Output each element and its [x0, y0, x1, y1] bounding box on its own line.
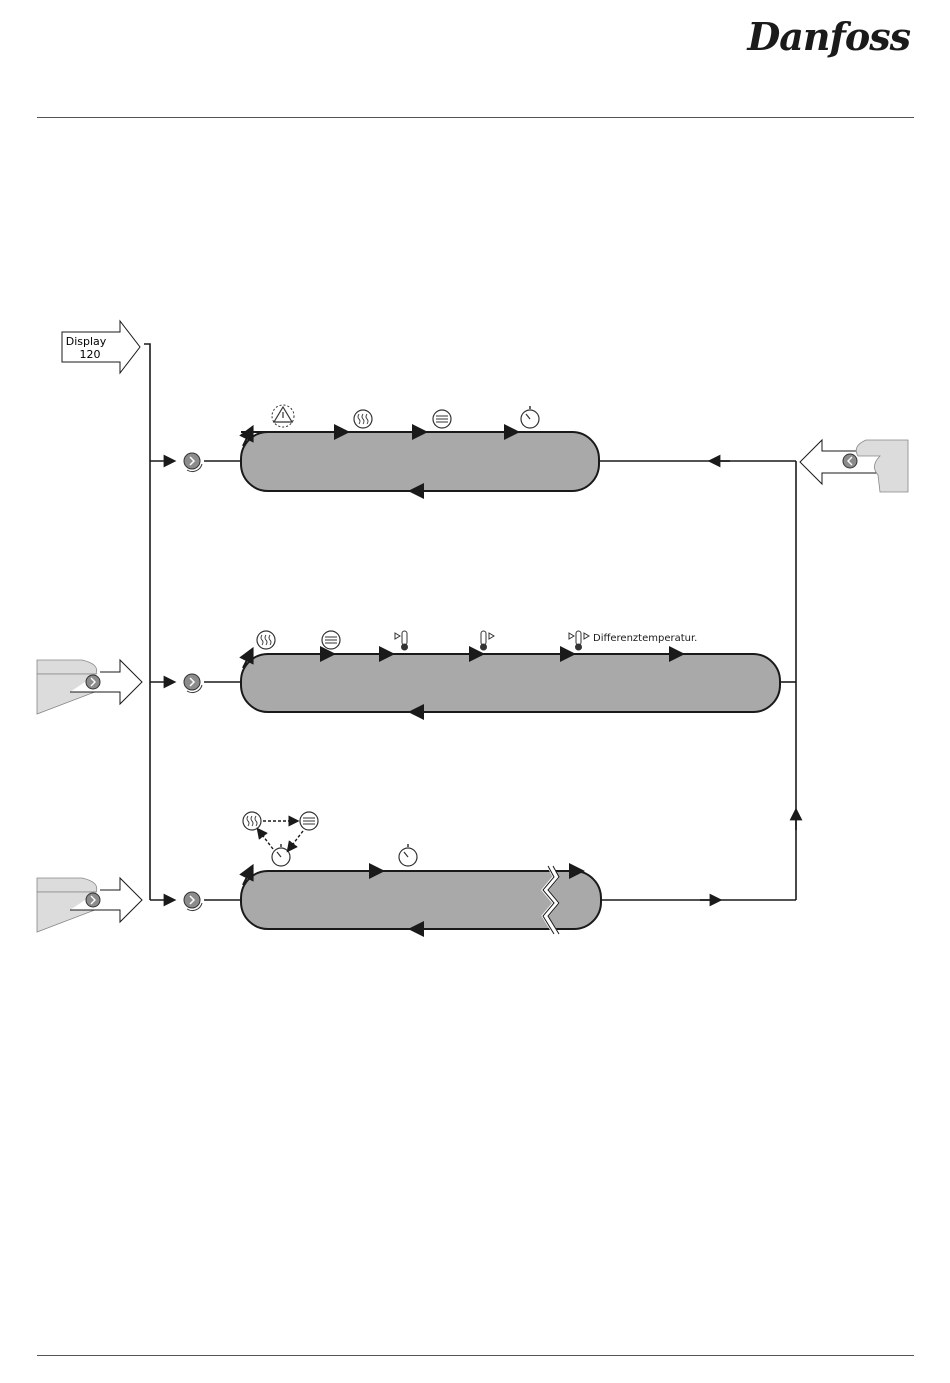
menu-capsule-row2 — [241, 654, 780, 712]
next-button-icon — [86, 893, 100, 907]
next-button-icon — [86, 675, 100, 689]
cooling-icon — [433, 410, 451, 428]
next-button-hand-arrow-row3[interactable] — [37, 878, 142, 932]
timer-icon — [399, 844, 417, 866]
cooling-icon — [300, 812, 318, 830]
menu-capsule-row1 — [241, 432, 599, 491]
heating-icon — [354, 410, 372, 428]
menu-capsule-row3 — [241, 866, 601, 934]
timer-icon — [521, 406, 539, 428]
entry-label-line1: Display — [66, 335, 107, 348]
timer-icon — [272, 844, 290, 866]
entry-label-line2: 120 — [80, 348, 101, 361]
thermometer-low-icon — [395, 631, 408, 651]
back-button-hand-arrow[interactable] — [800, 440, 908, 492]
warning-icon — [272, 405, 294, 427]
cooling-icon — [322, 631, 340, 649]
display-entry-arrow: Display 120 — [62, 321, 140, 373]
next-button-row2[interactable] — [184, 674, 202, 693]
next-button-row3[interactable] — [184, 892, 202, 911]
thermometer-diff-icon — [569, 631, 589, 651]
heating-icon — [257, 631, 275, 649]
next-button-hand-arrow-row2[interactable] — [37, 660, 142, 714]
thermometer-high-icon — [480, 631, 494, 651]
row2-differenztemperatur-label: Differenztemperatur. — [593, 633, 697, 644]
back-button-icon — [843, 454, 857, 468]
heating-icon — [243, 812, 261, 830]
next-button-row1[interactable] — [184, 453, 202, 472]
left-bus — [144, 344, 241, 900]
